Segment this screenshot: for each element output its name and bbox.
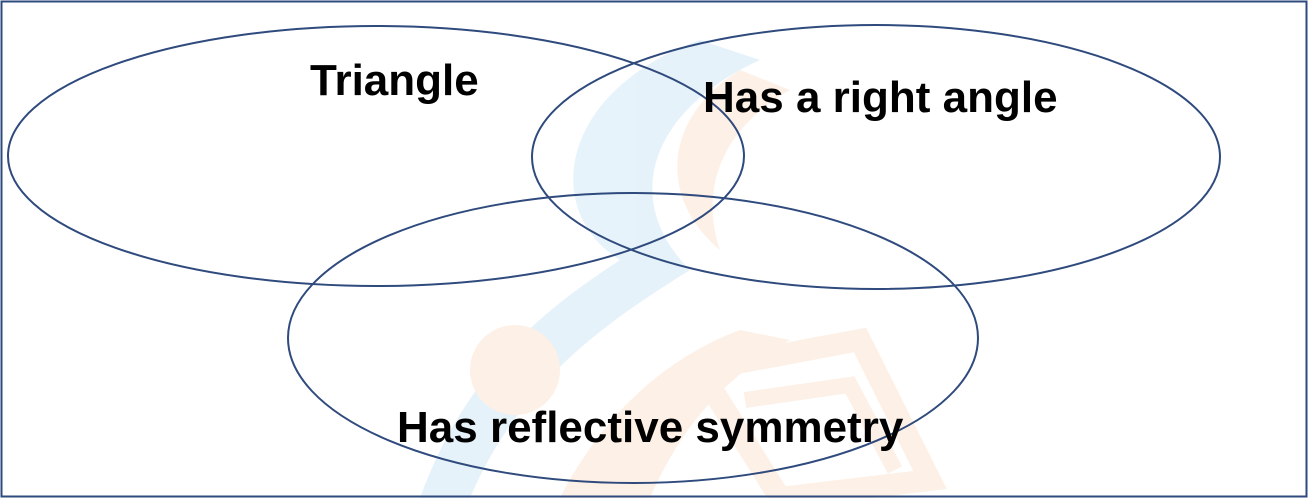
watermark-orange-figure bbox=[560, 330, 790, 498]
set-label-right-angle: Has a right angle bbox=[703, 73, 1058, 122]
watermark-blue-swoosh bbox=[420, 40, 760, 498]
set-label-reflective-symmetry: Has reflective symmetry bbox=[397, 403, 904, 452]
set-ellipse-right-angle bbox=[531, 24, 1221, 290]
set-ellipse-triangle bbox=[7, 25, 745, 287]
watermark-orange-swoosh bbox=[677, 70, 790, 250]
watermark-orange-dot bbox=[470, 325, 560, 415]
set-label-triangle: Triangle bbox=[310, 56, 479, 105]
watermark-orange-book-inner bbox=[743, 376, 903, 474]
set-ellipse-reflective-symmetry bbox=[287, 192, 979, 484]
watermark-logo bbox=[420, 40, 947, 498]
watermark-orange-book bbox=[682, 327, 947, 498]
